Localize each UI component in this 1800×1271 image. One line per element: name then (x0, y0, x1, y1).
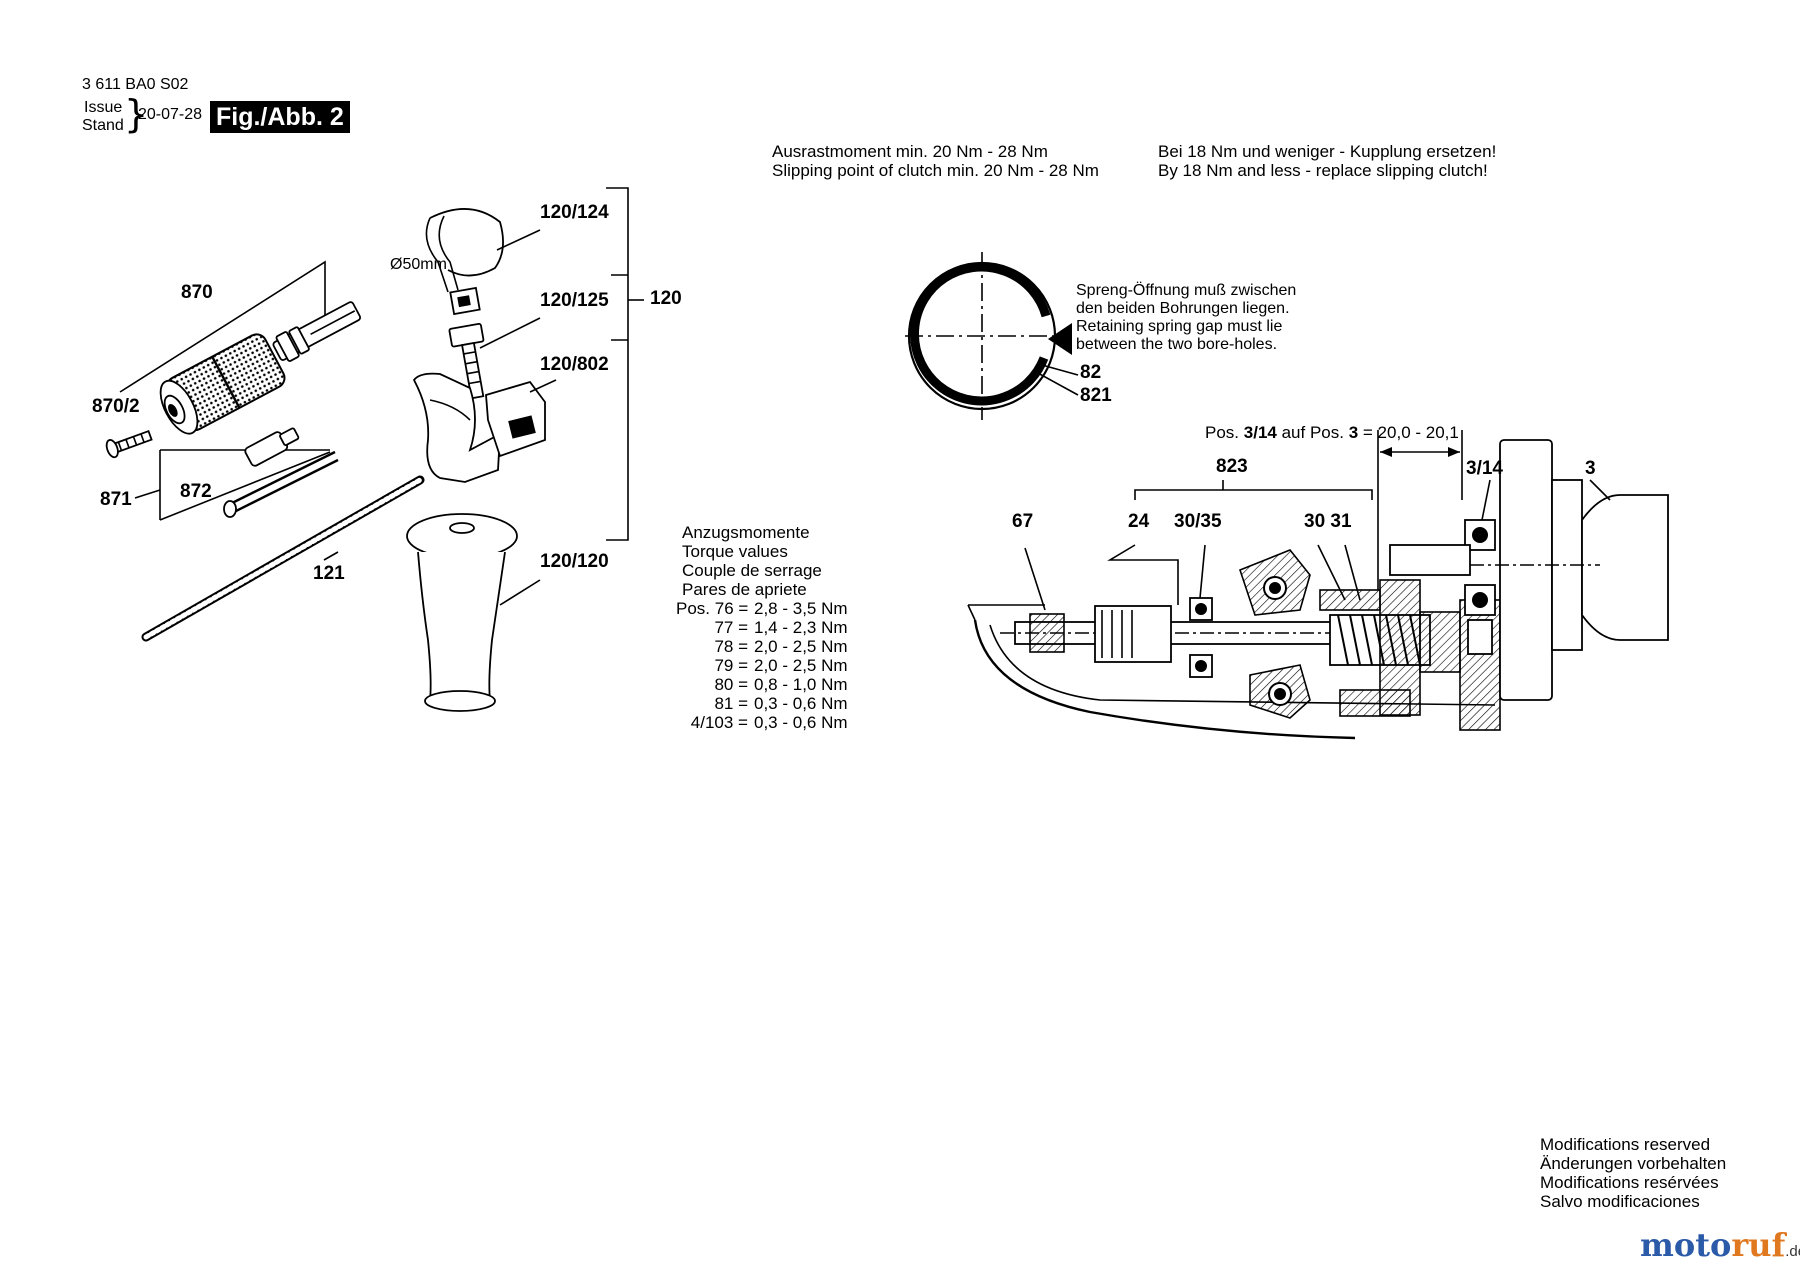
part-label-121: 121 (313, 563, 345, 584)
torque-pos: 79 = (714, 656, 748, 675)
torque-value: 2,0 - 2,5 Nm (754, 656, 848, 675)
torque-heading-de: Anzugsmomente (682, 523, 810, 542)
torque-row: 77 = 1,4 - 2,3 Nm (676, 618, 864, 637)
clutch-note-en: Slipping point of clutch min. 20 Nm - 28… (772, 161, 1099, 180)
torque-row: Pos. 76 = 2,8 - 3,5 Nm (676, 599, 864, 618)
torque-value: 0,3 - 0,6 Nm (754, 694, 848, 713)
part-label-120-125: 120/125 (540, 290, 609, 311)
watermark-logo: motoruf.de (1640, 1226, 1800, 1264)
part-label-823: 823 (1216, 456, 1248, 477)
torque-pos: 77 = (714, 618, 748, 637)
torque-row: 79 = 2,0 - 2,5 Nm (676, 656, 864, 675)
torque-value: 1,4 - 2,3 Nm (754, 618, 848, 637)
modifications-de: Änderungen vorbehalten (1540, 1154, 1727, 1173)
auxiliary-handle-drawing (406, 187, 644, 712)
pos-note-part-b: 3 (1348, 423, 1359, 442)
pos-note-prefix: Pos. (1205, 423, 1240, 442)
modifications-note: Modifications reserved Änderungen vorbeh… (1540, 1135, 1726, 1211)
modifications-en: Modifications reserved (1540, 1135, 1711, 1154)
drill-chuck-drawing (105, 260, 362, 521)
retaining-ring-drawing (905, 252, 1079, 420)
torque-row: 4/103 = 0,3 - 0,6 Nm (676, 713, 864, 732)
part-label-30-31: 30 31 (1304, 511, 1352, 532)
watermark-text-a: moto (1640, 1226, 1732, 1264)
modifications-es: Salvo modificaciones (1540, 1192, 1700, 1211)
issue-date: 20-07-28 (138, 106, 203, 123)
spring-note-line-3: Retaining spring gap must lie (1076, 318, 1283, 335)
torque-value: 2,0 - 2,5 Nm (754, 637, 848, 656)
torque-heading-fr: Couple de serrage (682, 561, 822, 580)
torque-pos: Pos. 76 = (676, 599, 749, 618)
part-label-120-120: 120/120 (540, 551, 609, 572)
torque-row: 78 = 2,0 - 2,5 Nm (676, 637, 864, 656)
torque-pos: 81 = (714, 694, 748, 713)
torque-value: 0,8 - 1,0 Nm (754, 675, 848, 694)
issue-label: Issue (84, 99, 123, 116)
modifications-fr: Modifications resérvées (1540, 1173, 1719, 1192)
replace-note-de: Bei 18 Nm und weniger - Kupplung ersetze… (1158, 142, 1497, 161)
stand-label: Stand (82, 117, 124, 134)
torque-row: 80 = 0,8 - 1,0 Nm (676, 675, 864, 694)
pos-note: Pos. 3/14 auf Pos. 3 = 20,0 - 20,1 (1205, 423, 1459, 442)
diameter-label: Ø50mm (390, 256, 447, 273)
part-label-3-14: 3/14 (1466, 458, 1503, 479)
part-label-871: 871 (100, 489, 132, 510)
spring-note-line-2: den beiden Bohrungen liegen. (1076, 300, 1290, 317)
part-label-120-124: 120/124 (540, 202, 609, 223)
part-label-30-35: 30/35 (1174, 511, 1222, 532)
spring-note-line-4: between the two bore-holes. (1076, 336, 1278, 353)
clutch-section-drawing (967, 430, 1669, 740)
part-label-82: 82 (1080, 362, 1102, 383)
replace-note-en: By 18 Nm and less - replace slipping clu… (1158, 161, 1488, 180)
part-label-67: 67 (1012, 511, 1034, 532)
torque-table: Anzugsmomente Torque values Couple de se… (676, 523, 864, 732)
figure-badge: Fig./Abb. 2 (210, 101, 350, 133)
document-number: 3 611 BA0 S02 (82, 76, 189, 93)
torque-value: 2,8 - 3,5 Nm (754, 599, 848, 618)
part-label-872: 872 (180, 481, 212, 502)
torque-heading-es: Pares de apriete (682, 580, 807, 599)
part-label-821: 821 (1080, 385, 1112, 406)
torque-heading-en: Torque values (682, 542, 788, 561)
part-label-24: 24 (1128, 511, 1150, 532)
brace-glyph: } (124, 92, 149, 136)
torque-row: 81 = 0,3 - 0,6 Nm (676, 694, 864, 713)
watermark-text-b: ruf (1731, 1226, 1786, 1264)
part-label-3: 3 (1585, 458, 1596, 479)
clutch-note-de: Ausrastmoment min. 20 Nm - 28 Nm (772, 142, 1048, 161)
torque-value: 0,3 - 0,6 Nm (754, 713, 848, 732)
torque-pos: 4/103 = (690, 713, 748, 732)
torque-pos: 78 = (714, 637, 748, 656)
pos-note-part-a: 3/14 (1243, 423, 1277, 442)
part-label-870-2: 870/2 (92, 396, 140, 417)
depth-rod-drawing (141, 475, 425, 642)
torque-pos: 80 = (714, 675, 748, 694)
watermark-suffix: .de (1785, 1243, 1800, 1260)
part-label-120-802: 120/802 (540, 354, 609, 375)
spring-note-line-1: Spreng-Öffnung muß zwischen (1076, 282, 1297, 299)
pos-note-mid: auf Pos. (1281, 423, 1344, 442)
part-label-120: 120 (650, 288, 682, 309)
pos-note-value: = 20,0 - 20,1 (1362, 423, 1459, 442)
part-label-870: 870 (181, 282, 213, 303)
